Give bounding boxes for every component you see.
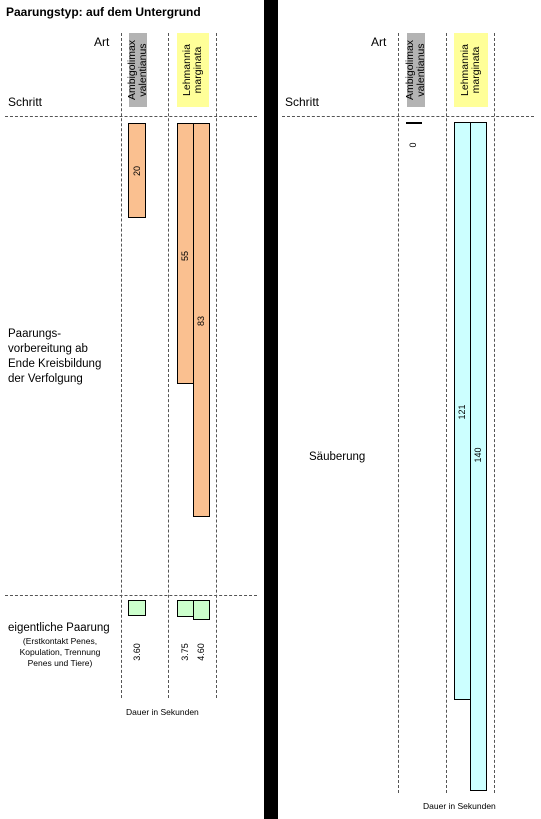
left-grid-vline-3: [216, 33, 217, 698]
left-art-label: Art: [94, 35, 110, 49]
left-grid-hline-mid: [5, 595, 257, 596]
bar-label-vorbereitung-lehmannia-2: 83: [196, 315, 206, 327]
step-label-saeuberung: Säuberung: [309, 451, 366, 463]
left-grid-vline-2: [168, 33, 169, 698]
step-label-vorbereitung: Paarungs- vorbereitung ab Ende Kreisbild…: [8, 328, 102, 385]
right-art-label: Art: [371, 35, 387, 49]
left-grid-hline-top: [5, 116, 257, 117]
step-label-paarung: eigentliche Paarung: [8, 622, 110, 634]
page-title: Paarungstyp: auf dem Untergrund: [6, 5, 201, 19]
left-grid-vline-1: [121, 33, 122, 698]
bar-vorbereitung-ambigolimax: [128, 123, 146, 218]
right-grid-vline-3: [494, 33, 495, 793]
right-schritt-label: Schritt: [285, 95, 320, 109]
right-grid-hline-top: [282, 116, 534, 117]
bar-label-saeuberung-lehmannia-2: 140: [473, 447, 483, 463]
bar-label-paarung-ambigolimax: 3.60: [132, 643, 142, 661]
left-schritt-label: Schritt: [8, 95, 43, 109]
bar-label-paarung-lehmannia-1: 3.75: [180, 643, 190, 661]
bar-label-paarung-lehmannia-2: 4.60: [196, 643, 206, 661]
right-grid-vline-1: [398, 33, 399, 793]
bar-label-vorbereitung-ambigolimax: 20: [132, 165, 142, 177]
right-grid-vline-2: [446, 33, 447, 793]
panel-divider: [264, 0, 278, 819]
step-note-paarung: (Erstkontakt Penes, Kopulation, Trennung…: [19, 636, 101, 668]
bar-paarung-lehmannia-2: [193, 600, 210, 621]
bar-label-vorbereitung-lehmannia-1: 55: [180, 250, 190, 262]
bar-paarung-lehmannia-1: [177, 600, 194, 617]
right-unit-label: Dauer in Sekunden: [423, 801, 496, 811]
bar-label-saeuberung-ambigolimax: 0: [408, 142, 418, 148]
bar-vorbereitung-lehmannia-2: [193, 123, 210, 518]
bar-label-saeuberung-lehmannia-1: 121: [457, 404, 467, 420]
bar-saeuberung-ambigolimax: [406, 122, 422, 124]
bar-paarung-ambigolimax: [128, 600, 146, 616]
bar-saeuberung-lehmannia-2: [470, 122, 487, 792]
left-unit-label: Dauer in Sekunden: [126, 707, 199, 717]
